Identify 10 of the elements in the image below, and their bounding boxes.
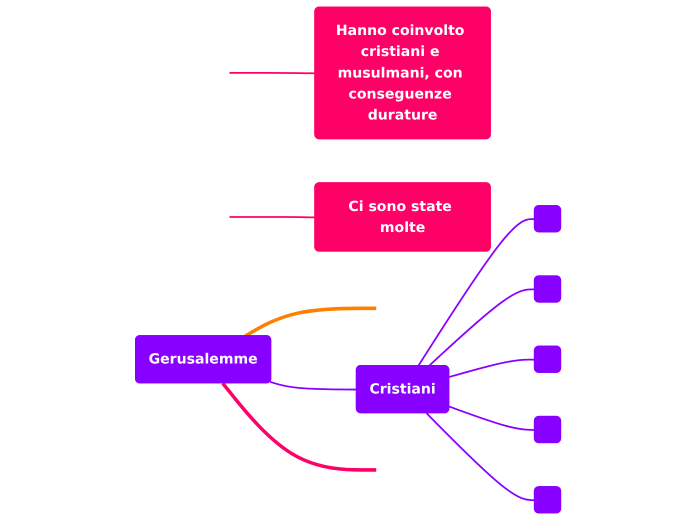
connector bbox=[270, 381, 358, 390]
connector bbox=[418, 218, 536, 366]
connector bbox=[244, 306, 377, 338]
connector bbox=[230, 72, 316, 74]
connector bbox=[230, 216, 316, 218]
connector bbox=[428, 288, 536, 366]
connector bbox=[222, 382, 377, 472]
connector bbox=[449, 406, 536, 431]
connector bbox=[450, 358, 536, 378]
connector bbox=[426, 412, 536, 502]
